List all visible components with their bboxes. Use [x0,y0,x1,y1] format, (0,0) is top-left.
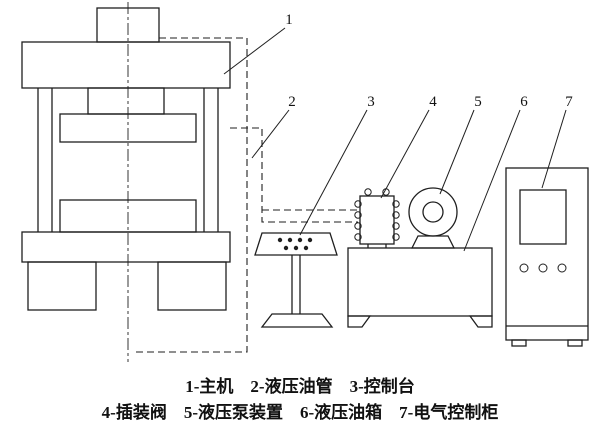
press-bed-beam [21,231,231,263]
valve-stud [392,211,400,219]
leader-line-4 [380,109,430,199]
legend-line-1: 1-主机 2-液压油管 3-控制台 [185,376,414,396]
cabinet-body [505,167,589,341]
console-button [307,237,313,243]
hydraulic-oil-tank [347,247,493,328]
tank-foot-right [468,315,493,328]
pipe-to-valve-lower [230,127,358,223]
press-foot-left [27,261,97,311]
cabinet-indicator [519,263,529,273]
leader-line-3 [299,109,368,236]
valve-stud [392,233,400,241]
cabinet-indicator [538,263,548,273]
pump-motor-inner [422,201,444,223]
callout-number-5: 5 [474,94,482,110]
valve-body [359,195,395,245]
press-ram-block [87,87,165,115]
callout-number-4: 4 [429,94,437,110]
pipe-loop [133,37,248,353]
console-button [287,237,293,243]
leader-line-6 [463,109,521,252]
electric-control-cabinet [505,167,589,347]
tank-body [347,247,493,317]
cabinet-foot-right [567,339,583,347]
cabinet-foot-left [511,339,527,347]
hydraulic-pump-unit [408,187,458,249]
leader-line-7 [541,109,567,189]
cabinet-screen [519,189,567,245]
callout-number-1: 1 [285,12,293,28]
callout-number-2: 2 [288,94,296,110]
press-top-beam [21,41,231,89]
press-main-machine [21,2,231,362]
callout-number-6: 6 [520,94,528,110]
valve-stud [364,188,372,196]
tank-foot-left [347,315,372,328]
control-console [254,232,338,328]
valve-stud [354,211,362,219]
callout-number-3: 3 [367,94,375,110]
cartridge-valve [354,188,400,248]
leader-line-1 [223,27,286,75]
console-button [283,245,289,251]
console-button [293,245,299,251]
leader-line-2 [251,109,290,159]
leader-line-5 [439,109,475,195]
valve-stud [392,222,400,230]
valve-stud [392,200,400,208]
callout-number-7: 7 [565,94,573,110]
legend-line-2: 4-插装阀 5-液压泵装置 6-液压油箱 7-电气控制柜 [102,402,499,422]
pump-motor-outer [408,187,458,237]
cabinet-indicator [557,263,567,273]
pump-base [410,235,456,249]
console-button [277,237,283,243]
console-button [297,237,303,243]
console-button [303,245,309,251]
console-panel [254,232,338,256]
callouts: 1 2 3 4 5 6 7 [223,12,573,252]
hydraulic-oil-pipes [133,37,358,353]
legend-caption: 1-主机 2-液压油管 3-控制台 4-插装阀 5-液压泵装置 6-液压油箱 7… [102,376,499,422]
valve-stud [354,222,362,230]
console-base [260,313,334,328]
valve-stud [354,200,362,208]
press-foot-right [157,261,227,311]
valve-stud [354,233,362,241]
